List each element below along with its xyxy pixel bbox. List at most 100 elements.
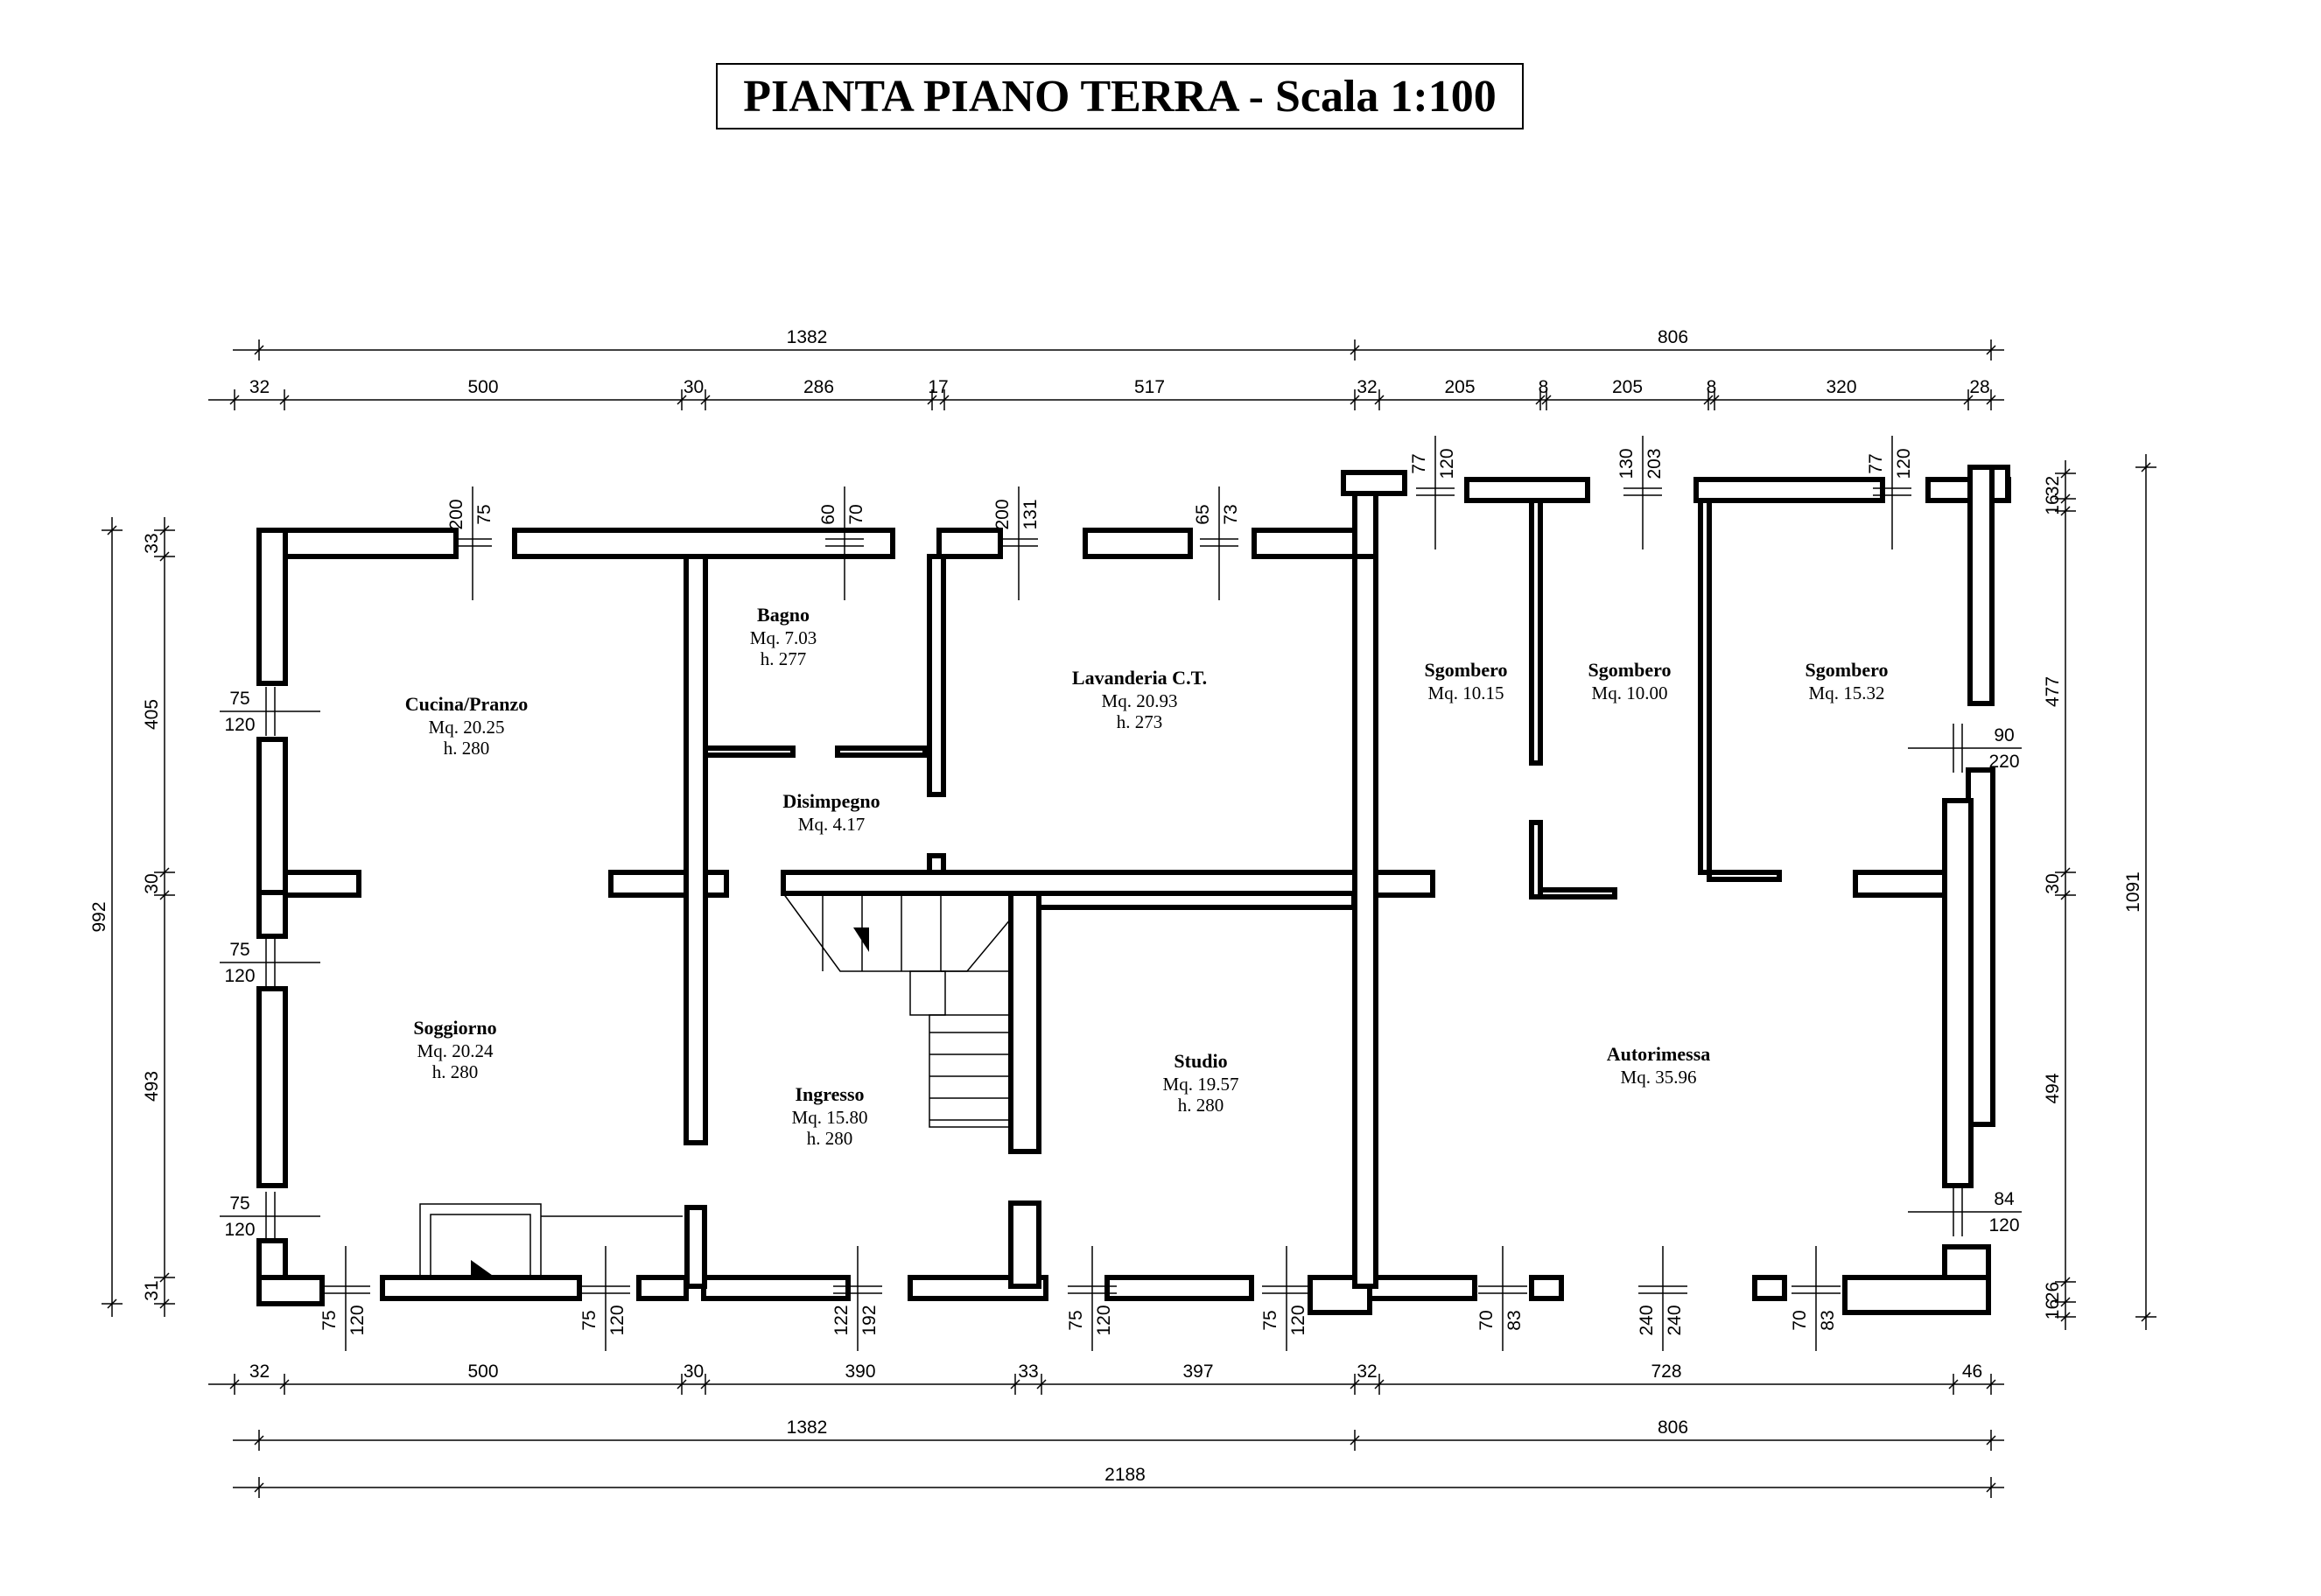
room-area: Mq. 20.93 [1102,690,1178,711]
room-name: Soggiorno [413,1017,496,1039]
walls [256,465,2011,1315]
bottom-total-dimension: 1382 [787,1418,828,1438]
wall-segment [1529,820,1543,900]
opening-height-label: 120 [1894,448,1914,479]
bottom-detail-dimension: 390 [845,1362,875,1382]
right-total-dimension: 1091 [2123,872,2143,913]
opening-height-label: 120 [224,1220,255,1240]
room-height: h. 280 [807,1128,853,1149]
room-area: Mq. 4.17 [798,814,865,835]
right-detail-dimension: 494 [2043,1073,2063,1103]
room-name: Sgombero [1806,659,1889,681]
opening-sill-label: 70 [1790,1310,1810,1330]
top-detail-dimension: 32 [1357,377,1377,397]
opening-height-label: 73 [1221,504,1241,524]
room-area: Mq. 7.03 [750,627,817,648]
wall-segment [256,890,288,939]
wall-segment [1367,1275,1477,1301]
bottom-detail-dimension: 397 [1182,1362,1213,1382]
wall-segment [1698,498,1712,875]
wall-segment [1707,870,1782,882]
wall-segment [1352,554,1378,1289]
wall-segment [1752,1275,1787,1301]
room-area: Mq. 10.00 [1592,682,1668,704]
left-detail-dimension: 31 [142,1280,162,1300]
room-area: Mq. 35.96 [1621,1067,1697,1088]
room-height: h. 273 [1117,711,1163,732]
opening-height-label: 192 [859,1305,880,1335]
room-name: Studio [1174,1050,1227,1072]
room-name: Autorimessa [1607,1043,1711,1065]
opening-sill-label: 200 [446,499,466,529]
wall-segment [1693,477,1885,503]
right-detail-dimension: 16 [2043,1299,2063,1320]
bottom-total-dimension: 806 [1658,1418,1688,1438]
wall-segment [1842,1275,1991,1315]
wall-segment [684,554,708,1145]
opening-sill-label: 75 [229,940,249,960]
opening-sill-label: 84 [1994,1189,2015,1209]
wall-segment [1083,528,1193,559]
wall-segment [512,528,895,559]
room-area: Mq. 20.25 [429,717,505,738]
opening-sill-label: 77 [1866,453,1886,473]
room-area: Mq. 15.32 [1809,682,1885,704]
top-detail-dimension: 32 [249,377,270,397]
bottom-detail-dimension: 46 [1962,1362,1982,1382]
bottom-detail-dimension: 32 [249,1362,270,1382]
wall-segment [703,746,796,758]
room-name: Bagno [757,604,810,626]
opening-height-label: 203 [1644,448,1665,479]
opening-sill-label: 122 [831,1305,852,1335]
room-height: h. 280 [1178,1095,1224,1116]
opening-height-label: 75 [474,504,494,524]
top-detail-dimension: 320 [1826,377,1856,397]
left-detail-dimension: 33 [142,533,162,553]
opening-height-label: 120 [607,1305,628,1335]
room-height: h. 280 [444,738,490,759]
right-detail-dimension: 16 [2043,494,2063,514]
top-detail-dimension: 8 [1707,377,1717,397]
wall-segment [1464,477,1590,503]
wall-segment [1942,798,1974,1188]
opening-sill-label: 75 [319,1310,340,1330]
top-detail-dimension: 8 [1539,377,1549,397]
top-detail-dimension: 286 [803,377,834,397]
fireplace [419,1203,683,1278]
wall-segment [1373,870,1435,898]
top-detail-dimension: 17 [928,377,948,397]
top-detail-dimension: 30 [684,377,704,397]
top-detail-dimension: 500 [467,377,498,397]
opening-height-label: 120 [224,715,255,735]
opening-sill-label: 75 [229,1194,249,1214]
bottom-detail-dimension: 30 [684,1362,704,1382]
wall-segment [927,554,946,797]
left-detail-dimension: 30 [142,873,162,893]
top-detail-dimension: 28 [1969,377,1989,397]
wall-segment [781,870,1364,896]
opening-height-label: 120 [1988,1215,2019,1236]
wall-segment [1008,891,1041,1154]
opening-height-label: 70 [846,504,866,524]
right-detail-dimension: 477 [2043,676,2063,707]
bottom-detail-dimension: 500 [467,1362,498,1382]
opening-height-label: 120 [1288,1305,1308,1335]
opening-sill-label: 75 [579,1310,600,1330]
opening-sill-label: 75 [229,689,249,709]
wall-segment [684,1205,707,1289]
room-name: Ingresso [795,1083,864,1105]
opening-height-label: 120 [1437,448,1457,479]
opening-sill-label: 65 [1193,504,1213,524]
fireplace-symbol-icon [471,1260,495,1278]
left-detail-dimension: 405 [142,699,162,730]
room-name: Sgombero [1588,659,1672,681]
wall-segment [1538,887,1617,900]
opening-height-label: 131 [1020,499,1041,529]
wall-segment [380,1275,582,1301]
opening-sill-label: 200 [992,499,1013,529]
opening-sill-label: 90 [1994,725,2014,746]
wall-segment [256,1275,325,1306]
top-detail-dimension: 205 [1444,377,1475,397]
wall-segment [701,1275,851,1301]
